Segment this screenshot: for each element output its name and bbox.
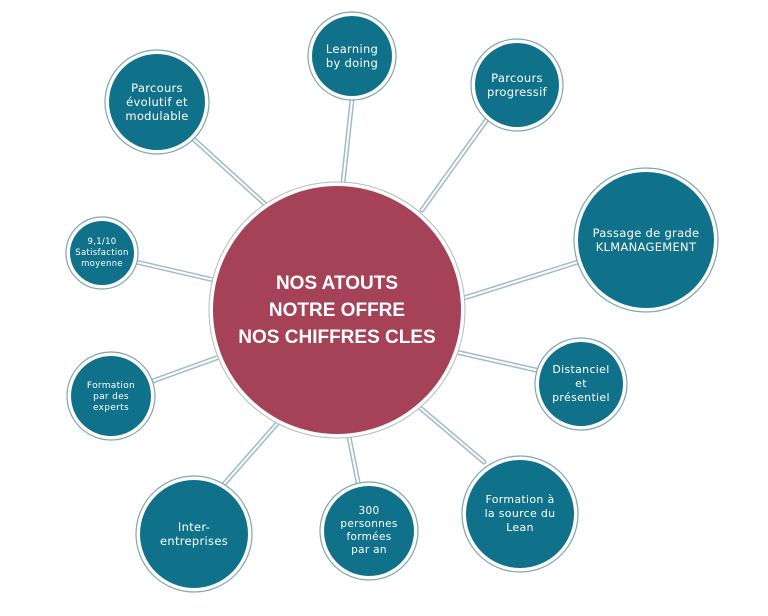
- satellite-circles: [65, 11, 719, 593]
- satellite-evolutif-circle: [104, 49, 210, 155]
- satellite-evolutif-label: Parcours évolutif et modulable: [125, 81, 189, 123]
- satellite-progressif-circle: [470, 38, 564, 132]
- connector-lines: [133, 97, 581, 487]
- satellite-passage-circle: [573, 167, 719, 313]
- satellite-lean-label: Formation à la source du Lean: [484, 493, 556, 534]
- satellite-passage-label: Passage de grade KLMANAGEMENT: [592, 226, 700, 254]
- satellite-satisfaction-label: 9,1/10 Satisfaction moyenne: [75, 236, 129, 269]
- satellite-learning-circle: [307, 11, 397, 101]
- hub-circle: [208, 181, 466, 439]
- satellite-distanciel-label: Distanciel et présentiel: [552, 363, 610, 404]
- satellite-satisfaction-circle: [65, 216, 139, 290]
- satellite-distanciel-circle: [534, 337, 628, 431]
- hub-title: NOS ATOUTS NOTRE OFFRE NOS CHIFFRES CLES: [238, 272, 436, 348]
- satellite-inter-circle: [135, 475, 253, 593]
- satellite-300-circle: [319, 481, 419, 581]
- satellite-learning-label: Learning by doing: [325, 42, 379, 70]
- satellite-experts-label: Formation par des experts: [86, 380, 136, 413]
- satellite-lean-circle: [461, 455, 579, 573]
- satellite-300-label: 300 personnes formées par an: [340, 505, 398, 556]
- satellite-inter-label: Inter- entreprises: [159, 520, 228, 548]
- satellite-experts-circle: [66, 351, 156, 441]
- satellite-progressif-label: Parcours progressif: [487, 71, 547, 99]
